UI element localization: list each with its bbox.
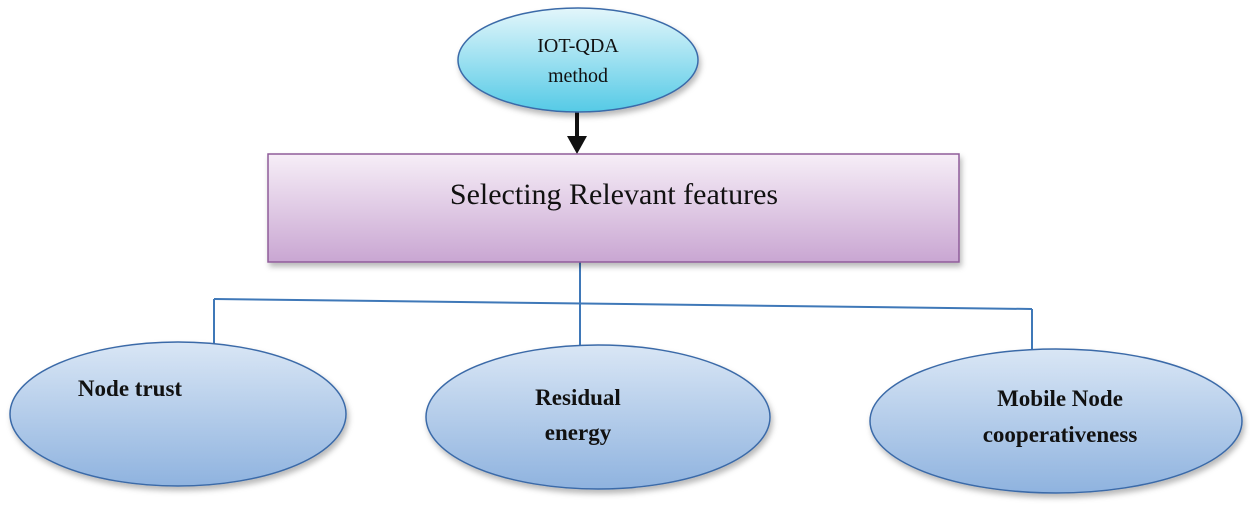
top-node-line1: IOT-QDA — [537, 35, 619, 57]
leaf-ellipse-mobile-node — [869, 348, 1243, 494]
leaf-node-trust: Node trust — [9, 341, 347, 487]
connector-lines — [213, 262, 1033, 355]
arrow-head — [567, 136, 587, 154]
leaf-residual-energy: Residual energy — [425, 344, 771, 490]
main-box: Selecting Relevant features — [267, 153, 960, 263]
main-box-rect — [267, 153, 960, 263]
down-arrow — [567, 112, 587, 154]
leaf-label-mobile-node: Mobile Node — [997, 386, 1123, 411]
leaf-ellipse-residual-energy — [425, 344, 771, 490]
top-node-ellipse — [457, 7, 699, 113]
leaf-ellipse-node-trust — [9, 341, 347, 487]
leaf-mobile-node-cooperativeness: Mobile Node cooperativeness — [869, 348, 1243, 494]
leaf-label-cooperativeness: cooperativeness — [983, 422, 1138, 447]
leaf-label-energy: energy — [545, 420, 612, 445]
leaf-label-node-trust: Node trust — [78, 376, 182, 401]
top-node-line2: method — [548, 65, 608, 87]
main-box-label: Selecting Relevant features — [450, 178, 778, 211]
connector-horizontal — [213, 298, 1033, 310]
top-node: IOT-QDA method — [457, 7, 699, 113]
leaf-label-residual: Residual — [535, 385, 621, 410]
